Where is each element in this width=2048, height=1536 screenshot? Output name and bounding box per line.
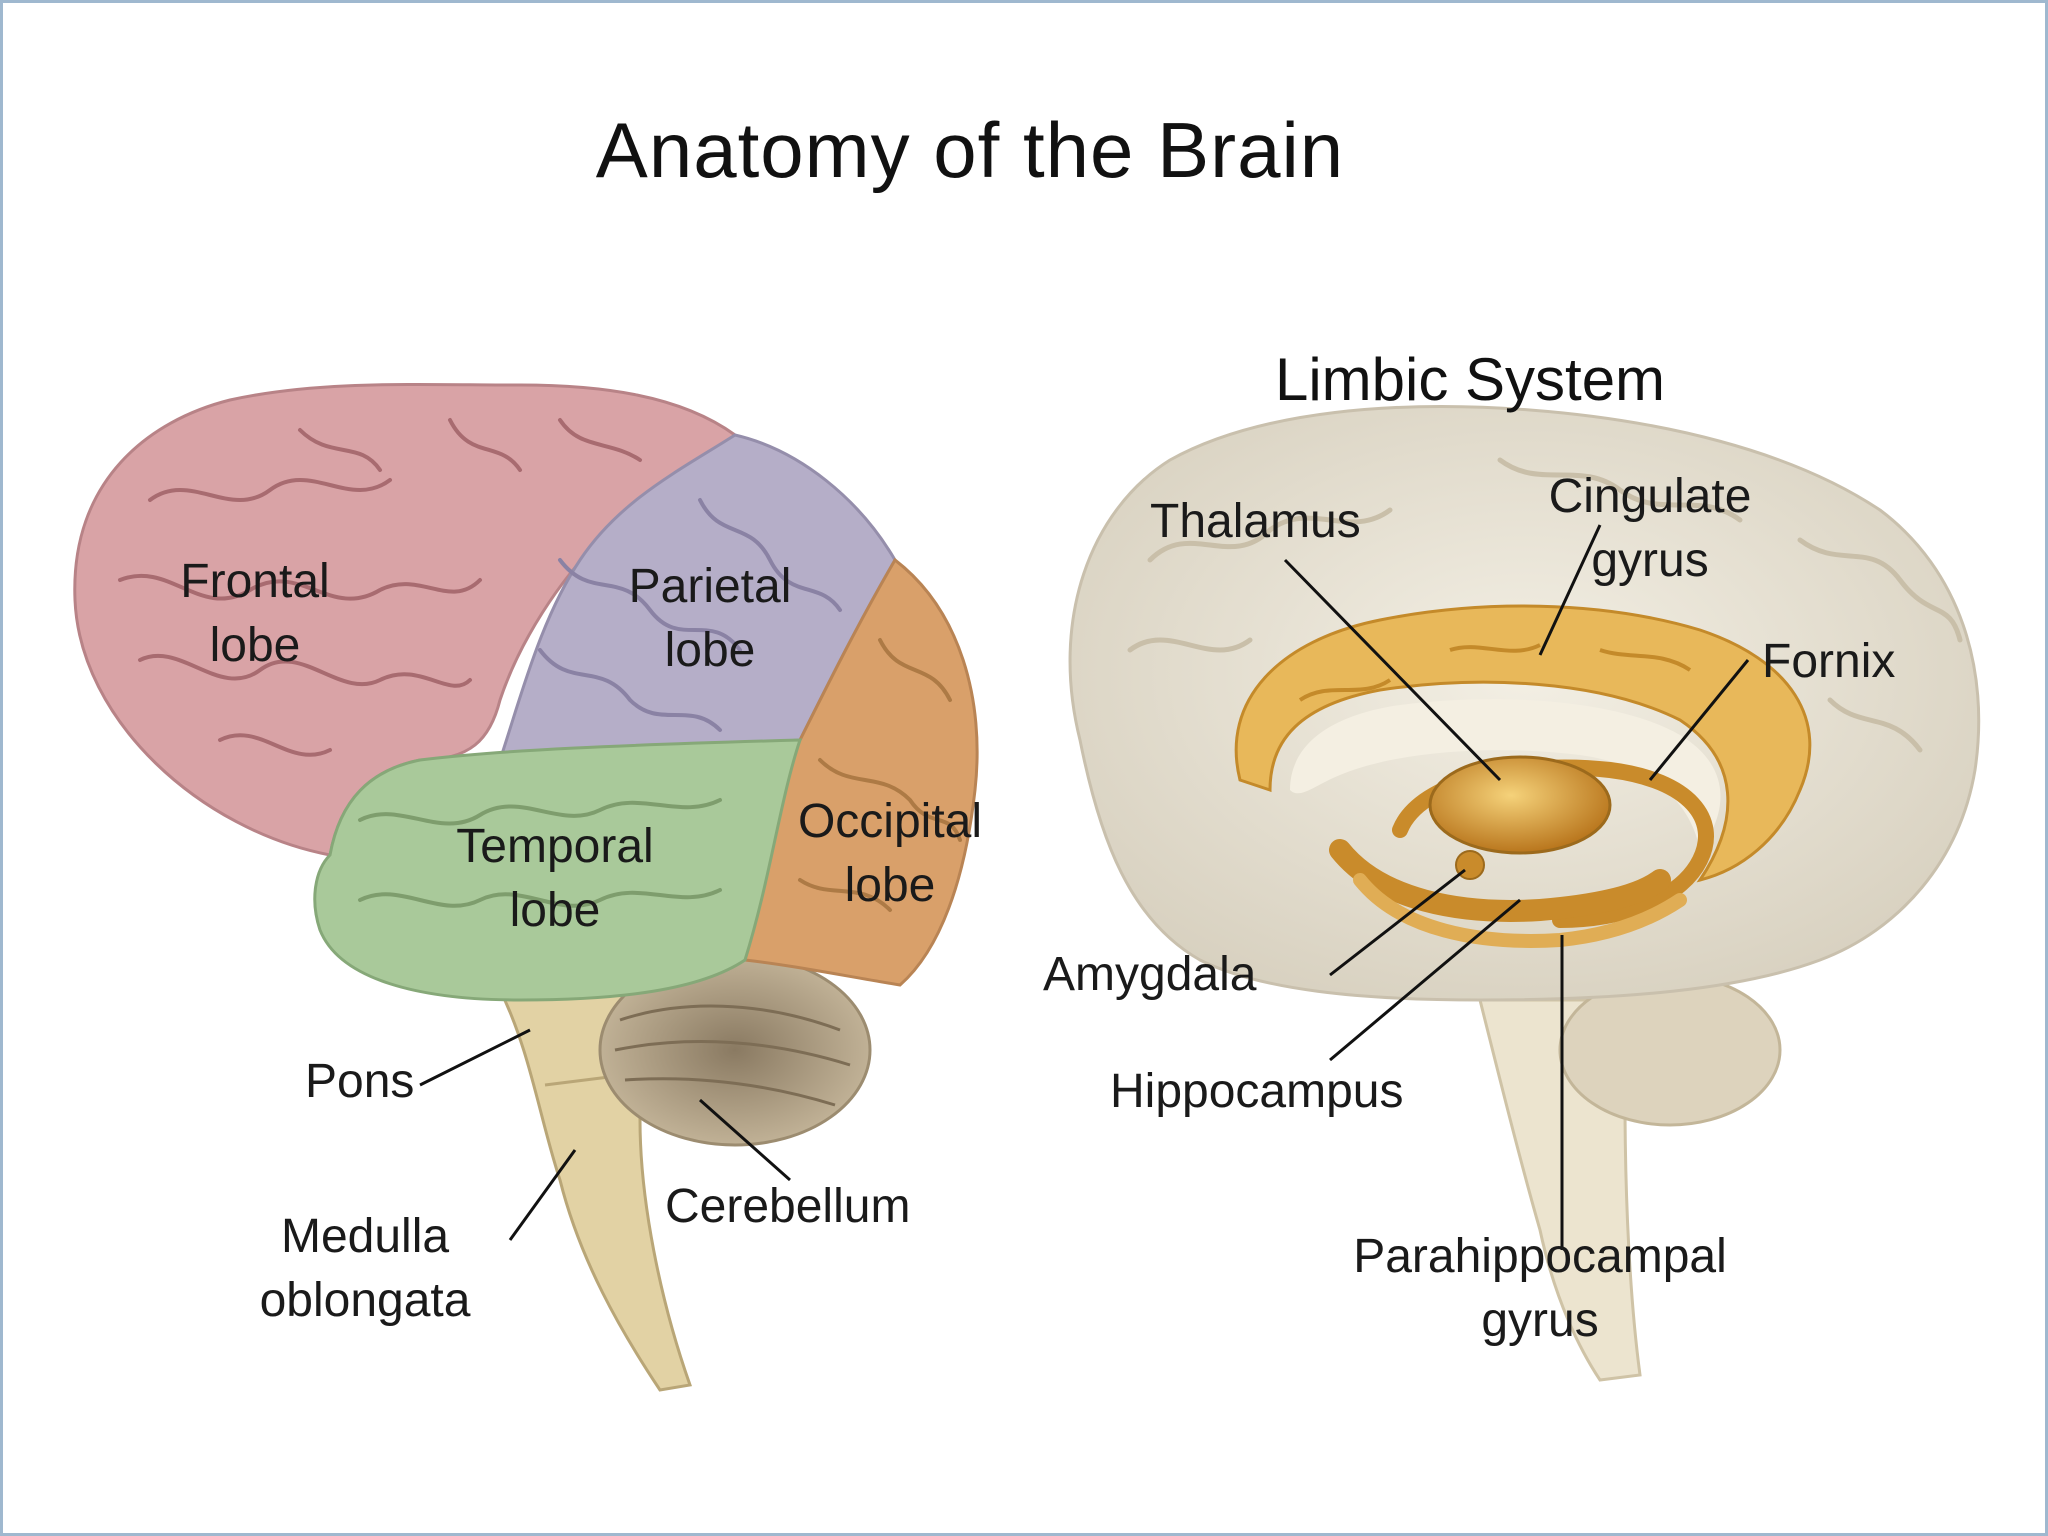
thalamus-pointer [1283, 558, 1502, 782]
frontal-lobe-label: Frontal lobe [180, 555, 330, 672]
cingulate-gyrus-label: Cingulate gyrus [1548, 470, 1752, 587]
temporal-lobe-label: Temporal lobe [456, 820, 654, 937]
medulla-pointer [508, 1149, 577, 1241]
pons-label: Pons [305, 1055, 415, 1108]
parietal-lobe-label: Parietal lobe [628, 560, 792, 677]
parahippocampal-gyrus-label: Parahippocampal gyrus [1353, 1230, 1727, 1347]
fornix-pointer [1648, 659, 1750, 781]
cerebellum-pointer [699, 1098, 791, 1182]
pons-pointer [419, 1028, 531, 1087]
medulla-oblongata-label: Medulla oblongata [259, 1210, 471, 1327]
hippocampus-shape [1329, 839, 1671, 922]
occipital-lobe-shape [743, 557, 979, 987]
parahippocampal-shape [1353, 873, 1687, 948]
thalamus-label: Thalamus [1150, 495, 1361, 548]
frontal-lobe-shape [73, 382, 738, 857]
occipital-lobe-label: Occipital lobe [797, 795, 983, 912]
limbic-brain [1068, 405, 1981, 1382]
hippocampus-label: Hippocampus [1110, 1065, 1404, 1118]
limbic-system-title: Limbic System [1274, 346, 1666, 413]
fornix-label: Fornix [1762, 635, 1896, 688]
amygdala-label: Amygdala [1043, 948, 1257, 1001]
cingulate-pointer [1538, 524, 1602, 656]
amygdala-pointer [1329, 868, 1466, 977]
cingulate-gyrus-shape [1234, 604, 1812, 883]
hippocampus-pointer [1329, 898, 1521, 1062]
lateral-brain [73, 382, 979, 1392]
cerebellum-label: Cerebellum [665, 1180, 911, 1233]
thalamus-shape [1428, 755, 1612, 855]
page-title: Anatomy of the Brain [595, 106, 1345, 194]
